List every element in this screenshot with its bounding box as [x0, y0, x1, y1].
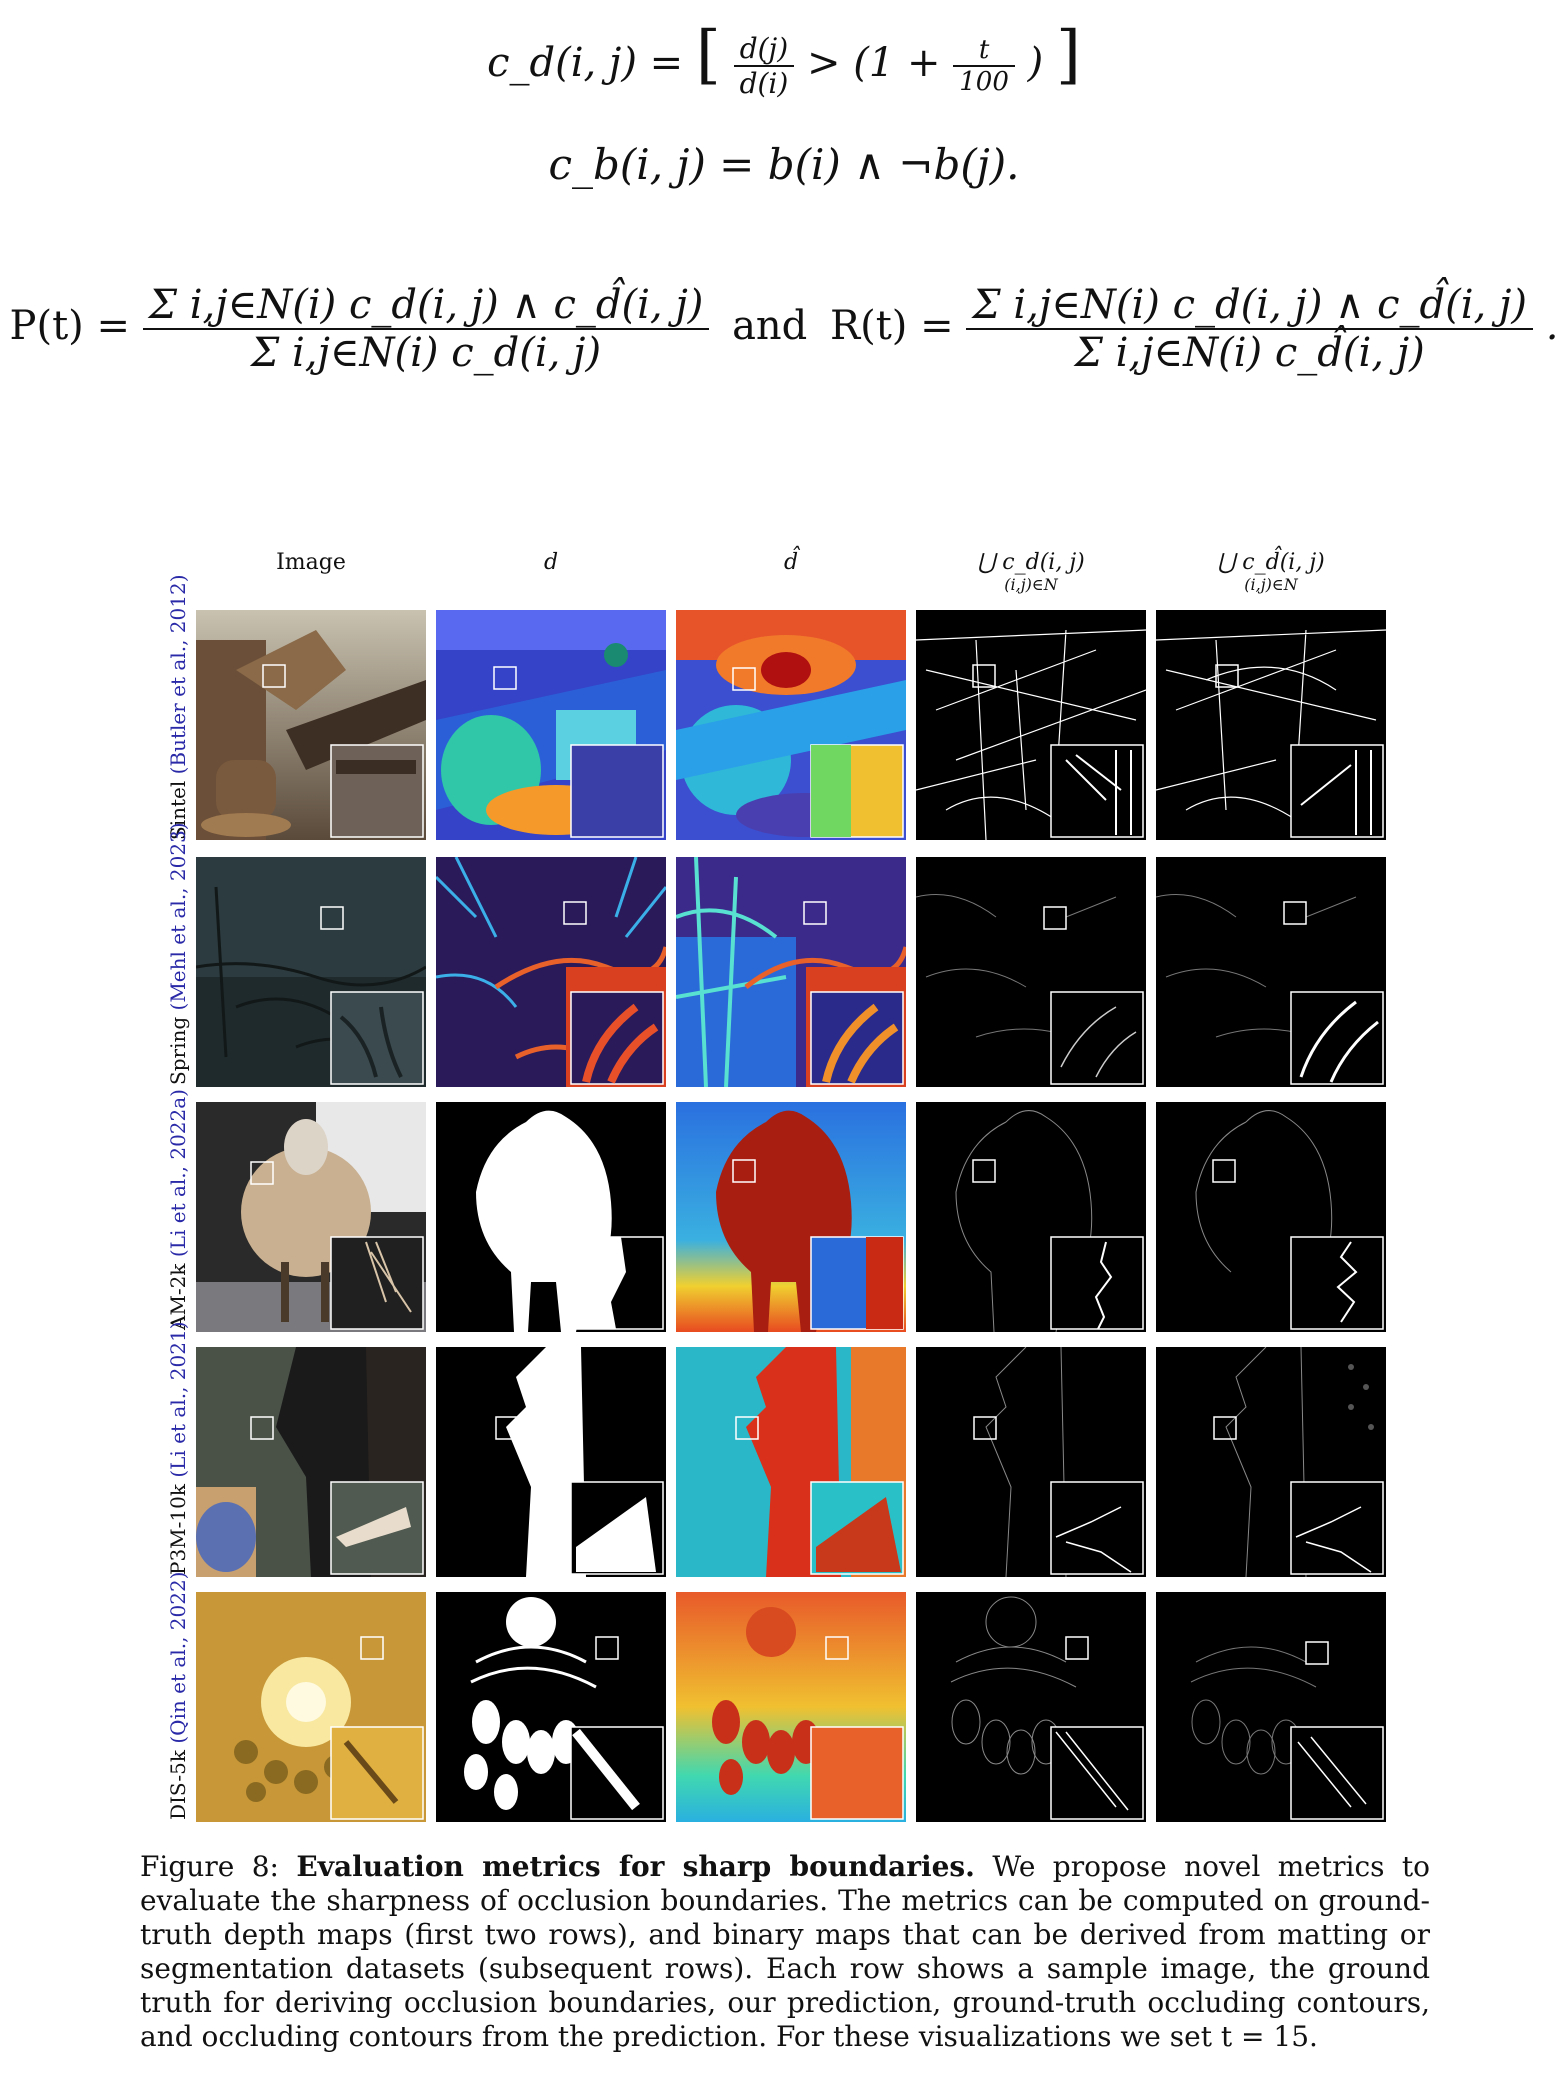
cd-fraction: d(j) d(i) [733, 32, 795, 100]
pred-contours-sub: (i,j)∈N [1244, 575, 1298, 594]
pred-contours-label: ⋃ c_d̂(i, j) [1217, 550, 1325, 575]
cd-lhs: c_d(i, j) = [487, 40, 684, 86]
spring-predicted-depth [676, 857, 906, 1087]
sintel-gt-depth [436, 610, 666, 840]
spring-gt-depth [436, 857, 666, 1087]
cd-rest: > (1 + [807, 40, 941, 86]
r-lhs: R(t) = [830, 303, 954, 349]
cd-fraction-den: d(i) [739, 67, 789, 100]
column-header-d: d [543, 550, 559, 575]
citation-link[interactable]: (Li et al., 2022a) [166, 1089, 190, 1258]
dis5k-predicted-contours [1156, 1592, 1386, 1822]
sintel-image [196, 610, 426, 840]
cd-t: t [953, 35, 1015, 67]
citation-link[interactable]: (Qin et al., 2022) [166, 1571, 190, 1744]
gt-contours-label: ⋃ c_d(i, j) [977, 550, 1085, 575]
citation-link[interactable]: (Mehl et al., 2023) [166, 822, 190, 1011]
cd-close: ) [1027, 40, 1044, 86]
row-label-am2k: AM-2k (Li et al., 2022a) [166, 1089, 190, 1330]
p3m10k-gt-contours [916, 1347, 1146, 1577]
equation-cb: c_b(i, j) = b(i) ∧ ¬b(j). [548, 140, 1020, 189]
p-denominator: Σ i,j∈N(i) c_d(i, j) [250, 330, 602, 376]
am2k-predicted-depth [676, 1102, 906, 1332]
column-header-dhat: d̂ [783, 550, 799, 575]
row-label-p3m10k: P3M-10k (Li et al., 2021) [166, 1321, 190, 1575]
citation-link[interactable]: (Li et al., 2021) [166, 1321, 190, 1478]
r-denominator: Σ i,j∈N(i) c_d̂(i, j) [1074, 330, 1425, 376]
dis5k-predicted-depth [676, 1592, 906, 1822]
equation-cd: c_d(i, j) = [ d(j) d(i) > (1 + t 100 ) ] [487, 18, 1081, 100]
p-lhs: P(t) = [9, 303, 130, 349]
equation-precision-recall: P(t) = Σ i,j∈N(i) c_d(i, j) ∧ c_d̂(i, j)… [0, 282, 1568, 376]
dis5k-gt-mask [436, 1592, 666, 1822]
am2k-gt-contours [916, 1102, 1146, 1332]
and-word: and [732, 303, 808, 349]
sintel-predicted-depth [676, 610, 906, 840]
row-label-dis5k: DIS-5k (Qin et al., 2022) [166, 1571, 190, 1821]
equation-period: . [1545, 303, 1559, 349]
column-header-image: Image [276, 550, 346, 575]
spring-image [196, 857, 426, 1087]
cd-100: 100 [959, 67, 1009, 97]
p3m10k-predicted-depth [676, 1347, 906, 1577]
am2k-gt-mask [436, 1102, 666, 1332]
p-numerator: Σ i,j∈N(i) c_d(i, j) ∧ c_d̂(i, j) [142, 282, 710, 330]
spring-predicted-contours [1156, 857, 1386, 1087]
spring-gt-contours [916, 857, 1146, 1087]
sintel-predicted-contours [1156, 610, 1386, 840]
column-header-gt-contours: ⋃ c_d(i, j) (i,j)∈N [916, 550, 1146, 594]
gt-contours-sub: (i,j)∈N [1004, 575, 1058, 594]
sintel-gt-contours [916, 610, 1146, 840]
caption-bold: Evaluation metrics for sharp boundaries. [296, 1850, 975, 1883]
p3m10k-gt-mask [436, 1347, 666, 1577]
r-numerator: Σ i,j∈N(i) c_d(i, j) ∧ c_d̂(i, j) [966, 282, 1533, 330]
row-label-spring: Spring (Mehl et al., 2023) [166, 822, 190, 1085]
am2k-predicted-contours [1156, 1102, 1386, 1332]
p3m10k-predicted-contours [1156, 1347, 1386, 1577]
r-fraction: Σ i,j∈N(i) c_d(i, j) ∧ c_d̂(i, j) Σ i,j∈… [966, 282, 1533, 376]
cd-fraction-num: d(j) [733, 32, 795, 67]
figure-caption: Figure 8: Evaluation metrics for sharp b… [140, 1850, 1430, 2054]
p3m10k-image [196, 1347, 426, 1577]
row-label-sintel: Sintel (Butler et al., 2012) [166, 574, 190, 840]
column-header-pred-contours: ⋃ c_d̂(i, j) (i,j)∈N [1156, 550, 1386, 594]
dis5k-image [196, 1592, 426, 1822]
dis5k-gt-contours [916, 1592, 1146, 1822]
caption-text: We propose novel metrics to evaluate the… [140, 1850, 1431, 2053]
caption-prefix: Figure 8: [140, 1850, 297, 1883]
citation-link[interactable]: (Butler et al., 2012) [166, 574, 190, 775]
p-fraction: Σ i,j∈N(i) c_d(i, j) ∧ c_d̂(i, j) Σ i,j∈… [142, 282, 710, 376]
cd-t-fraction: t 100 [953, 35, 1015, 97]
am2k-image [196, 1102, 426, 1332]
